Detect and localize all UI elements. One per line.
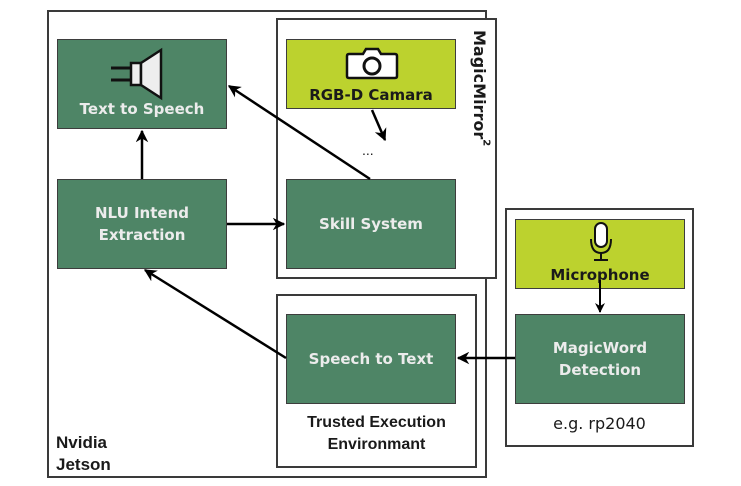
tee-container <box>276 294 477 468</box>
arrow-stt-to-nlu <box>143 268 287 360</box>
magicmirror-label: MagicMirror2 <box>470 30 491 146</box>
skill-system-node: Skill System <box>286 179 456 269</box>
arrow-skill-to-tts <box>227 84 371 181</box>
tee-label: Trusted Execution Environmant <box>276 412 477 456</box>
rp2040-label: e.g. rp2040 <box>553 414 646 433</box>
nvidia-jetson-label-line2: Jetson <box>56 455 111 474</box>
nvidia-jetson-label-line1: Nvidia <box>56 433 108 452</box>
rp2040-container <box>505 208 694 447</box>
speech-to-text-label: Speech to Text <box>308 350 434 368</box>
magicmirror-superscript: 2 <box>480 139 492 147</box>
magicword-detection-node: MagicWord Detection <box>515 314 685 404</box>
ellipsis: ... <box>362 142 374 158</box>
speech-to-text-node: Speech to Text <box>286 314 456 404</box>
magicmirror-text: MagicMirror <box>470 30 489 140</box>
text-to-speech-label: Text to Speech <box>79 100 205 118</box>
microphone-node: Microphone <box>515 219 685 289</box>
magicword-label-line1: MagicWord <box>552 339 648 357</box>
camera-icon <box>345 47 399 80</box>
tee-label-line1: Trusted Execution <box>307 414 446 431</box>
magicword-label-line2: Detection <box>558 361 642 379</box>
tee-label-line2: Environmant <box>327 436 426 453</box>
arrow-camera-to-ellipsis <box>370 109 387 142</box>
nlu-label-line2: Extraction <box>98 226 186 244</box>
rgb-d-camara-node: RGB-D Camara <box>286 39 456 109</box>
speaker-icon <box>111 47 163 101</box>
skill-system-label: Skill System <box>319 215 423 233</box>
nlu-intend-extraction-node: NLU Intend Extraction <box>57 179 227 269</box>
text-to-speech-node: Text to Speech <box>57 39 227 129</box>
nvidia-jetson-label: Nvidia Jetson <box>56 432 111 476</box>
microphone-icon <box>590 222 612 261</box>
nlu-label-line1: NLU Intend <box>95 204 189 222</box>
camera-label: RGB-D Camara <box>309 86 433 104</box>
microphone-label: Microphone <box>550 266 650 284</box>
